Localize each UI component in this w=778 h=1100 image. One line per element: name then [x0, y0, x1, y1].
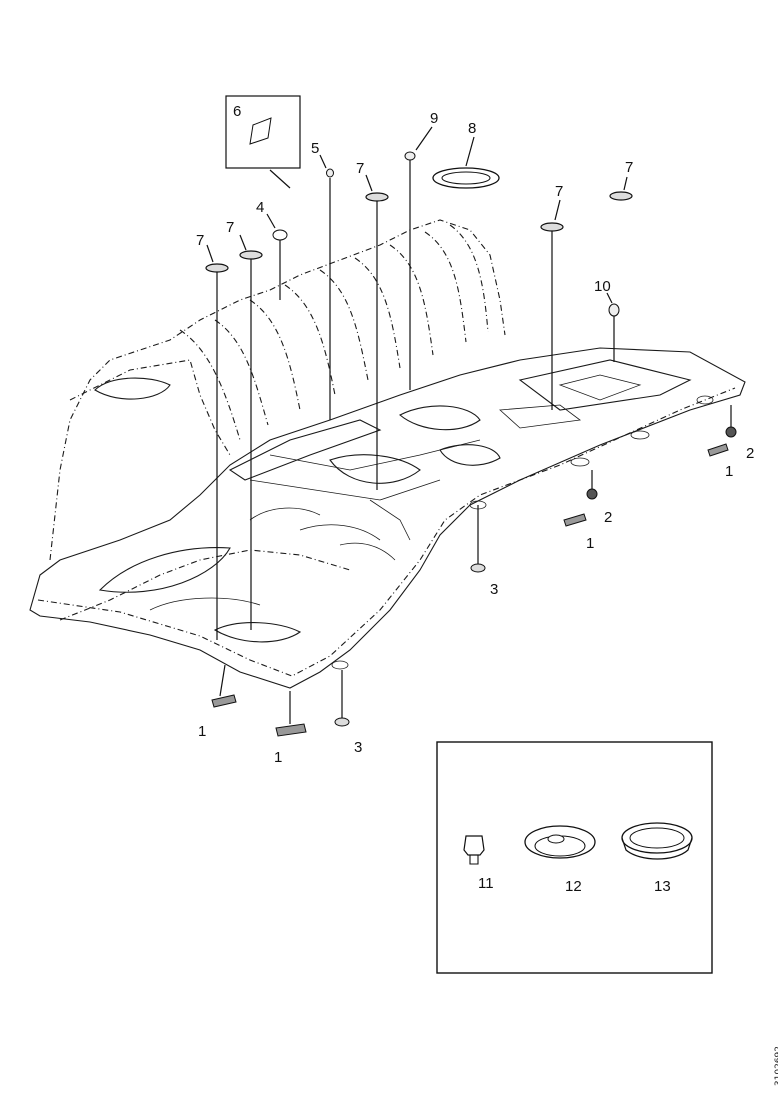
- callout-1: 1: [198, 723, 206, 740]
- part-8-large-grommet-inner: [441, 171, 491, 185]
- part-3-plug-icon: [334, 717, 350, 727]
- part-3-plug-icon: [470, 563, 486, 573]
- part-13-grommet-icon: [621, 822, 693, 860]
- callout-1: 1: [725, 463, 733, 480]
- callout-10: 10: [594, 278, 611, 295]
- part-2-nut-icon: [586, 488, 598, 500]
- part-symbols: [205, 95, 737, 737]
- part-8-large-grommet-icon: [432, 167, 500, 189]
- callout-1: 1: [274, 749, 282, 766]
- part-1-clip-icon: [707, 443, 729, 457]
- callout-1: 1: [586, 535, 594, 552]
- callout-4: 4: [256, 199, 264, 216]
- part-1-clip-icon: [563, 513, 587, 527]
- part-12-grommet-icon: [524, 825, 596, 859]
- floor-panel-drawing: [29, 219, 746, 689]
- inset-label-12: 12: [565, 878, 582, 895]
- callout-6: 6: [233, 103, 241, 120]
- callout-5: 5: [311, 140, 319, 157]
- part-6-pad-icon: [249, 117, 272, 145]
- part-1-clip-icon: [275, 723, 307, 737]
- part-6-callout-box: [225, 95, 301, 169]
- inset-detail-box: 11 12 13: [436, 741, 713, 974]
- part-11-plug-icon: [463, 835, 485, 865]
- part-7-grommet-icon: [365, 192, 389, 202]
- part-2-nut-icon: [725, 426, 737, 438]
- inset-label-11: 11: [478, 875, 494, 892]
- callout-7: 7: [555, 183, 563, 200]
- part-4-plug-icon: [272, 229, 288, 241]
- part-7-grommet-icon: [205, 263, 229, 273]
- part-7-grommet-icon: [239, 250, 263, 260]
- inset-label-13: 13: [654, 878, 671, 895]
- callout-7: 7: [356, 160, 364, 177]
- drawing-reference-number: 3102692: [774, 1046, 778, 1087]
- callout-2: 2: [746, 445, 754, 462]
- callout-7: 7: [625, 159, 633, 176]
- callout-3: 3: [490, 581, 498, 598]
- part-10-plug-icon: [608, 303, 620, 317]
- part-7-grommet-icon: [609, 191, 633, 201]
- part-7-grommet-icon: [540, 222, 564, 232]
- callout-2: 2: [604, 509, 612, 526]
- callout-8: 8: [468, 120, 476, 137]
- part-5-plug-icon: [326, 168, 334, 178]
- callout-9: 9: [430, 110, 438, 127]
- part-9-plug-icon: [404, 151, 416, 161]
- callout-7: 7: [196, 232, 204, 249]
- callout-labels: 6 5 7 9 8 7 7 4 7 7 10 2 1 2 1 3 1 1 3: [196, 103, 754, 766]
- callout-7: 7: [226, 219, 234, 236]
- callout-3: 3: [354, 739, 362, 756]
- part-1-clip-icon: [211, 694, 237, 708]
